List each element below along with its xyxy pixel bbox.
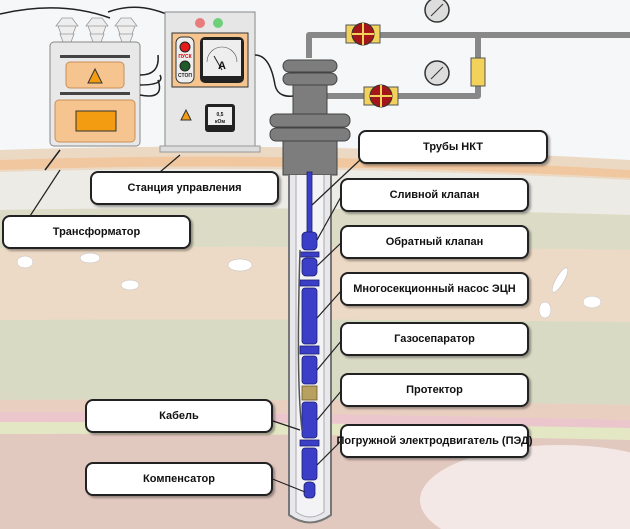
check-valve-surface [470, 57, 486, 87]
start-button[interactable] [179, 41, 191, 53]
gas-separator [301, 355, 318, 385]
megohmmeter-unit: кОм [215, 119, 225, 125]
label-control-station: Станция управления [90, 171, 279, 205]
start-label: ПУСК [178, 54, 192, 60]
submersible-motor [301, 447, 318, 481]
stop-button[interactable] [179, 60, 191, 72]
red-indicator-lamp [195, 18, 205, 28]
valve[interactable] [345, 22, 381, 46]
tubing [306, 171, 313, 233]
label-check-valve: Обратный клапан [340, 225, 529, 259]
ammeter-unit: A [218, 60, 226, 72]
stop-label: СТОП [178, 73, 192, 79]
label-motor: Погружной электродвигатель (ПЭД) [336, 424, 533, 458]
label-drain-valve: Сливной клапан [340, 178, 529, 212]
label-protector: Протектор [340, 373, 529, 407]
esp-string [297, 171, 320, 499]
surface-piping [306, 32, 630, 99]
label-pump: Многосекционный насос ЭЦН [340, 272, 529, 306]
drain-valve [301, 231, 318, 251]
power-cable [297, 249, 303, 431]
label-cable: Кабель [85, 399, 273, 433]
check-valve [301, 257, 318, 277]
control-station [159, 11, 301, 153]
transformer [44, 17, 162, 171]
pressure-gauge [424, 0, 450, 86]
multistage-pump [301, 287, 318, 345]
leader-lines [29, 154, 361, 493]
label-transformer: Трансформатор [2, 215, 191, 249]
valve[interactable] [363, 84, 399, 108]
label-gas-separator: Газосепаратор [340, 322, 529, 356]
megohmmeter-value: 0,5 [217, 112, 224, 118]
green-indicator-lamp [213, 18, 223, 28]
power-wire [0, 6, 176, 19]
compensator [303, 481, 316, 499]
separator-screen [301, 385, 318, 401]
label-compensator: Компенсатор [85, 462, 273, 496]
protector [301, 401, 318, 439]
label-tubing: Трубы НКТ [358, 130, 548, 164]
